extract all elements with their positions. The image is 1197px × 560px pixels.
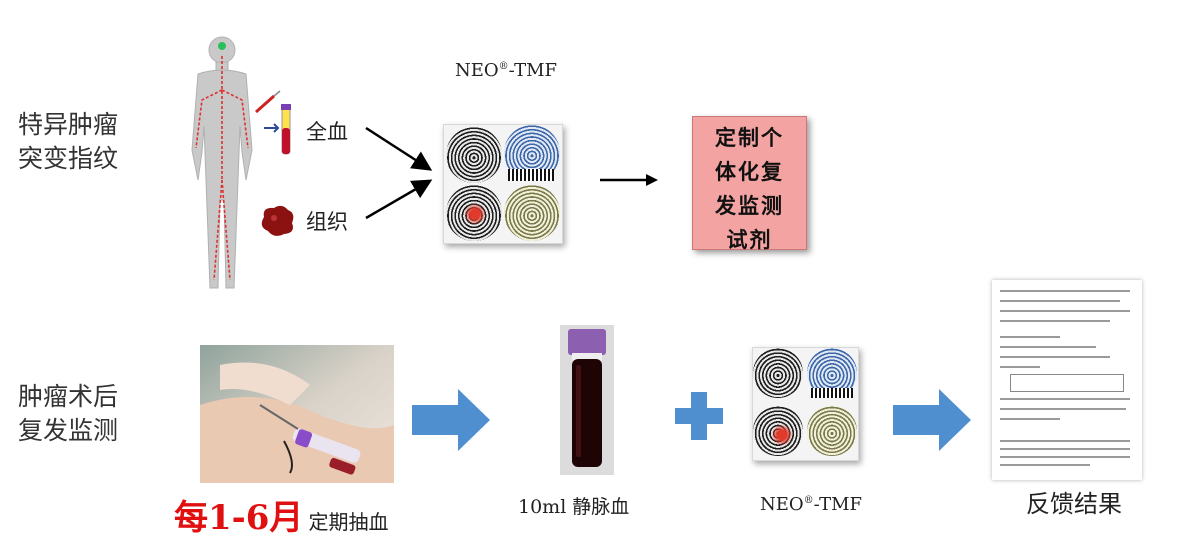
product-mark: ® [498,61,509,72]
result-caption: 反馈结果 [1026,490,1122,518]
kit-line2: 体化复 [715,159,784,184]
fingerprint-highlight-icon [753,406,803,456]
row2-label-line1: 肿瘤术后 [18,382,119,411]
fingerprint-icon [753,348,803,398]
blood-tube-icon [255,90,291,155]
plus-icon [675,392,723,440]
blue-arrow-icon [893,389,971,451]
kit-line3: 发监测 [715,193,784,218]
product-suffix: -TMF [813,494,863,515]
custom-kit-box: 定制个 体化复 发监测 试剂 [692,116,807,252]
row1-label-line2: 突变指纹 [18,144,119,173]
blue-arrow-icon [412,389,490,451]
fingerprint-icon [446,127,502,183]
tissue-icon [261,205,294,236]
fingerprint-magnifier-icon [807,406,857,456]
brain-marker-icon [218,42,226,50]
product-title-top: NEO®-TMF [455,60,557,81]
blood-draw-photo [200,345,394,483]
row2-label-line2: 复发监测 [18,416,119,445]
human-body-illustration [191,36,253,289]
whole-blood-label: 全血 [306,120,348,144]
converge-arrows [365,126,433,220]
sample-caption: 10ml 静脉血 [518,496,630,518]
report-document [992,280,1142,480]
fingerprint-highlight-icon [446,185,502,241]
fingerprint-card-top [443,124,563,244]
fingerprint-card-bottom [752,347,859,461]
kit-line1: 定制个 [715,125,784,150]
product-name: NEO [455,60,499,81]
kit-line4: 试剂 [726,227,773,252]
venous-blood-tube [560,325,614,475]
row1-label-line1: 特异肿瘤 [18,110,119,139]
report-table [1010,374,1124,392]
frequency-highlight: 每1-6月 [174,498,304,538]
row1-label: 特异肿瘤 突变指纹 [18,108,118,176]
frequency-caption: 每1-6月 定期抽血 [174,490,389,539]
frequency-text: 定期抽血 [308,510,389,534]
product-title-bottom: NEO®-TMF [760,494,862,515]
product-name: NEO [760,494,804,515]
row2-label: 肿瘤术后 复发监测 [18,380,118,448]
product-mark: ® [803,495,814,506]
tissue-label: 组织 [306,210,348,234]
to-kit-arrow [600,174,658,186]
fingerprint-magnifier-icon [504,185,560,241]
product-suffix: -TMF [508,60,558,81]
